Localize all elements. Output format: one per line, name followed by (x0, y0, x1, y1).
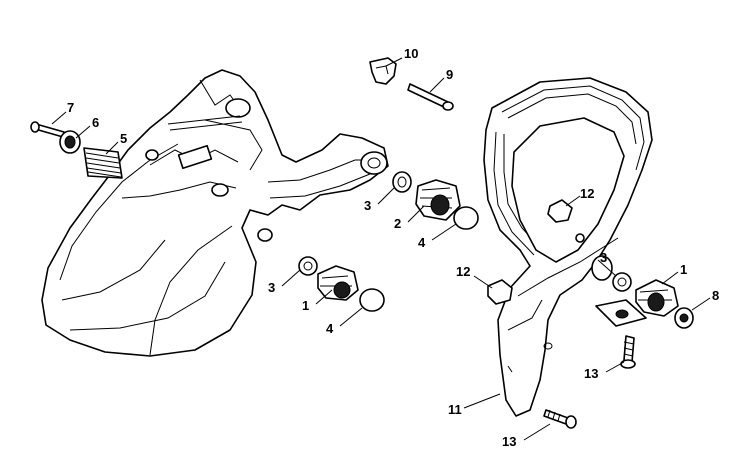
screw-13-lower (543, 409, 577, 429)
cap-12-lower (487, 279, 513, 305)
callout-1-right: 1 (680, 262, 687, 277)
leader-lines (51, 57, 711, 441)
callout-6: 6 (92, 115, 99, 130)
bracket-plate (595, 299, 647, 327)
callout-4-center: 4 (418, 235, 426, 250)
callout-3-center: 3 (364, 198, 371, 213)
plug-4-lower (359, 288, 385, 312)
washer-6 (59, 130, 81, 154)
callout-9: 9 (446, 67, 453, 82)
callout-12-lower: 12 (456, 264, 470, 279)
pin-9 (407, 83, 454, 111)
sleeve-3-upper (392, 171, 412, 193)
callout-4-lower: 4 (326, 321, 334, 336)
screw-13-upper (620, 335, 636, 369)
plug-4-upper (453, 206, 479, 230)
buffer-2 (415, 179, 461, 221)
callout-1-lower: 1 (302, 298, 309, 313)
callouts: 7 6 5 10 9 3 2 4 12 3 1 4 12 3 1 8 13 11… (67, 46, 719, 449)
callout-3-lower: 3 (268, 280, 275, 295)
screw-8 (674, 307, 694, 329)
callout-12-upper: 12 (580, 186, 594, 201)
sleeve-3-lower (298, 256, 318, 276)
callout-10: 10 (404, 46, 418, 61)
callout-11: 11 (448, 402, 462, 417)
handle-11 (483, 77, 653, 417)
clip-10 (369, 57, 397, 85)
callout-2: 2 (394, 216, 401, 231)
callout-5: 5 (120, 131, 127, 146)
callout-13-lower: 13 (502, 434, 516, 449)
callout-8: 8 (712, 288, 719, 303)
callout-3-right: 3 (600, 250, 607, 265)
callout-7: 7 (67, 100, 74, 115)
callout-13-upper: 13 (584, 366, 598, 381)
screw-7 (30, 121, 65, 138)
buffer-1-lower (317, 265, 359, 301)
spring-5 (83, 147, 123, 179)
sleeve-3-right (612, 272, 632, 292)
engine-housing (41, 69, 389, 357)
buffer-1-right (635, 279, 679, 317)
